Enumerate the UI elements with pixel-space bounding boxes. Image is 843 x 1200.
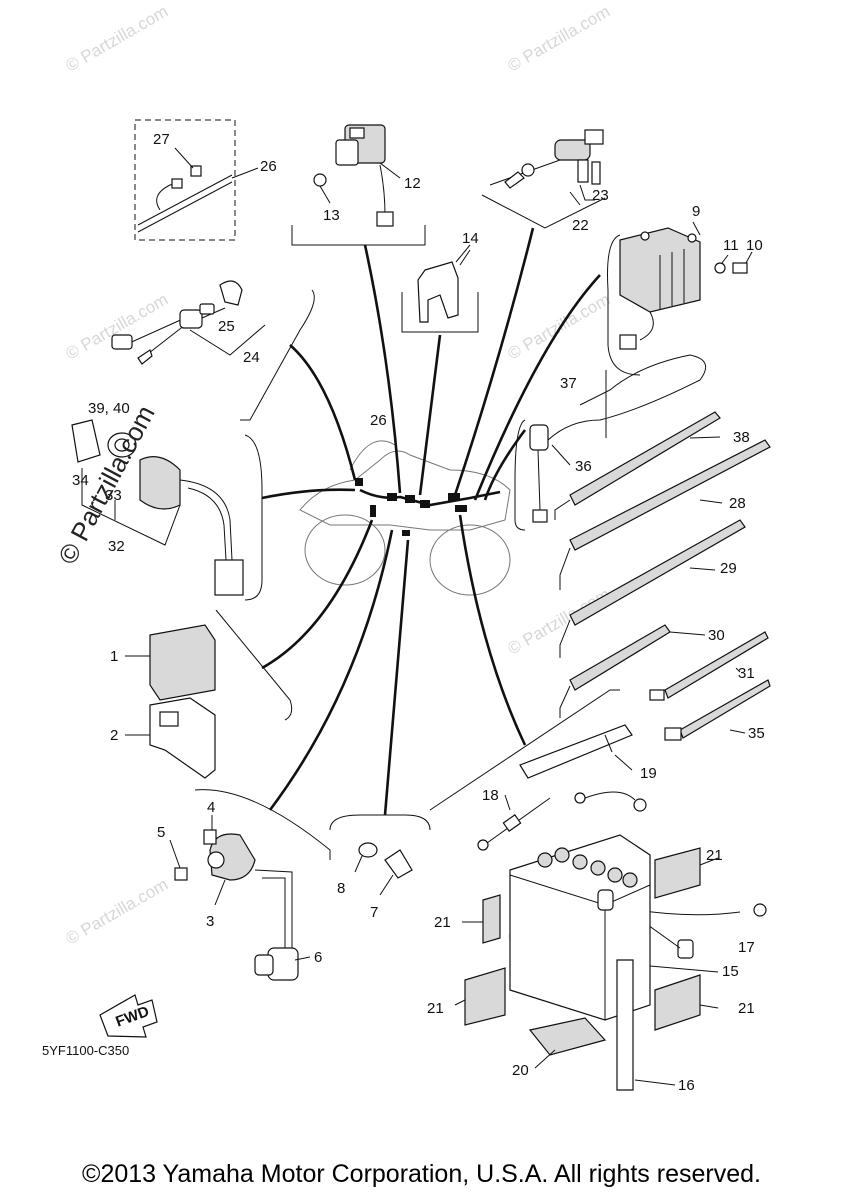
drawing-code: 5YF1100-C350 (42, 1043, 130, 1058)
callout: 21 (427, 1000, 444, 1017)
copyright-notice: ©2013 Yamaha Motor Corporation, U.S.A. A… (82, 1160, 761, 1188)
watermark: © Partzilla.com (505, 290, 614, 364)
callout: 14 (462, 230, 479, 247)
watermark: © Partzilla.com (63, 290, 172, 364)
callout: 10 (746, 237, 763, 254)
callout: 9 (692, 203, 700, 220)
cable-ties (554, 411, 771, 741)
starter-relay-part (313, 124, 401, 227)
callout: 21 (434, 914, 451, 931)
lead-wire-part (111, 280, 266, 365)
ecu-holder-part (125, 697, 216, 779)
callout: 19 (640, 765, 657, 782)
label-leaders (454, 249, 746, 1086)
group-brackets (134, 119, 641, 860)
wire-lead-part (489, 129, 604, 206)
callout: 21 (738, 1000, 755, 1017)
callout: 29 (720, 560, 737, 577)
callout: 17 (738, 939, 755, 956)
speed-sensor-part (529, 354, 707, 523)
fwd-arrow: FWD (99, 994, 158, 1038)
callout: 16 (678, 1077, 695, 1094)
battery-part (464, 834, 701, 1091)
callout: 5 (157, 824, 165, 841)
cover-part (417, 244, 471, 323)
battery-band-part (519, 724, 633, 779)
callout-labels: 1 2 3 4 5 6 7 8 9 10 11 12 13 14 15 16 1… (72, 131, 765, 1094)
main-switch-part (71, 419, 244, 596)
ignition-coil-part (169, 815, 311, 981)
watermark: © Partzilla.com (505, 2, 614, 76)
callout: 11 (723, 237, 739, 254)
callout: 12 (404, 175, 421, 192)
callout: 15 (722, 963, 739, 980)
callout: 27 (153, 131, 170, 148)
leader-lines (261, 227, 601, 816)
harness-clip-part (137, 147, 259, 233)
callout: 37 (560, 375, 577, 392)
harness-hub (355, 478, 501, 536)
callout: 26 (370, 412, 387, 429)
callout: 36 (575, 458, 592, 475)
callout: 30 (708, 627, 725, 644)
callout: 24 (243, 349, 260, 366)
callout: 6 (314, 949, 322, 966)
callout: 25 (218, 318, 235, 335)
callout: 28 (729, 495, 746, 512)
callout: 3 (206, 913, 214, 930)
callout: 35 (748, 725, 765, 742)
callout: 34 (72, 472, 89, 489)
callout: 20 (512, 1062, 529, 1079)
callout: 4 (207, 799, 215, 816)
ecu-part (125, 624, 216, 701)
callout: 13 (323, 207, 340, 224)
callout: 39, 40 (88, 400, 130, 417)
callout: 26 (260, 158, 277, 175)
callout: 2 (110, 727, 118, 744)
watermark: © Partzilla.com (505, 585, 614, 659)
watermark: © Partzilla.com (63, 2, 172, 76)
callout: 23 (592, 187, 609, 204)
cdi-unit-part (619, 221, 753, 350)
callout: 33 (105, 487, 122, 504)
callout: 7 (370, 904, 378, 921)
callout: 1 (110, 648, 118, 665)
callout: 18 (482, 787, 499, 804)
callout: 21 (706, 847, 723, 864)
callout: 31 (738, 665, 755, 682)
callout: 32 (108, 538, 125, 555)
atv-outline (299, 440, 511, 596)
sensor-part (354, 842, 413, 896)
callout: 8 (337, 880, 345, 897)
callout: 38 (733, 429, 750, 446)
callout: 22 (572, 217, 589, 234)
watermark: © Partzilla.com (63, 875, 172, 949)
